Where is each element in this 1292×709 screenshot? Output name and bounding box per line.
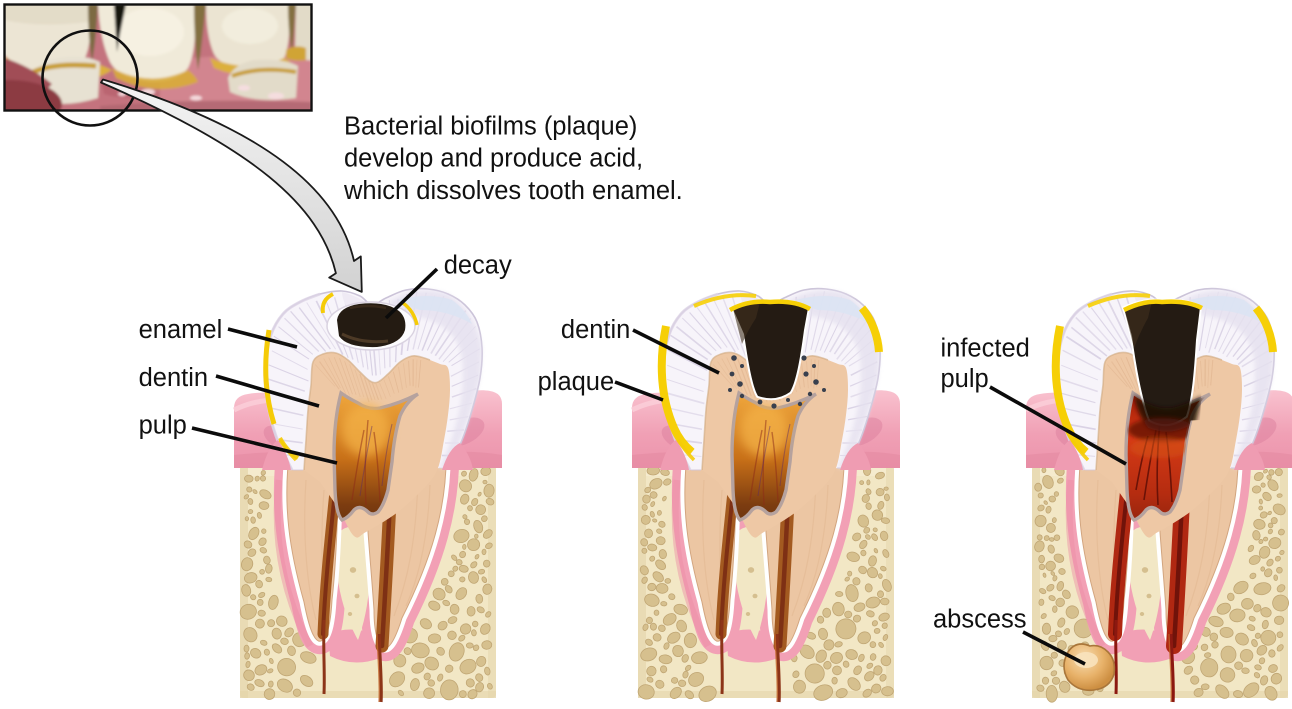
- svg-text:which dissolves tooth enamel.: which dissolves tooth enamel.: [343, 177, 683, 205]
- svg-text:pulp: pulp: [941, 365, 989, 393]
- svg-text:develop and produce acid,: develop and produce acid,: [344, 145, 643, 173]
- svg-text:abscess: abscess: [933, 606, 1027, 634]
- svg-text:enamel: enamel: [139, 316, 223, 344]
- svg-text:dentin: dentin: [139, 364, 208, 392]
- svg-text:dentin: dentin: [561, 316, 630, 344]
- svg-text:decay: decay: [444, 252, 512, 280]
- svg-text:plaque: plaque: [538, 368, 615, 396]
- svg-text:pulp: pulp: [139, 411, 187, 439]
- svg-text:Bacterial biofilms (plaque): Bacterial biofilms (plaque): [344, 112, 637, 140]
- svg-text:infected: infected: [941, 334, 1030, 362]
